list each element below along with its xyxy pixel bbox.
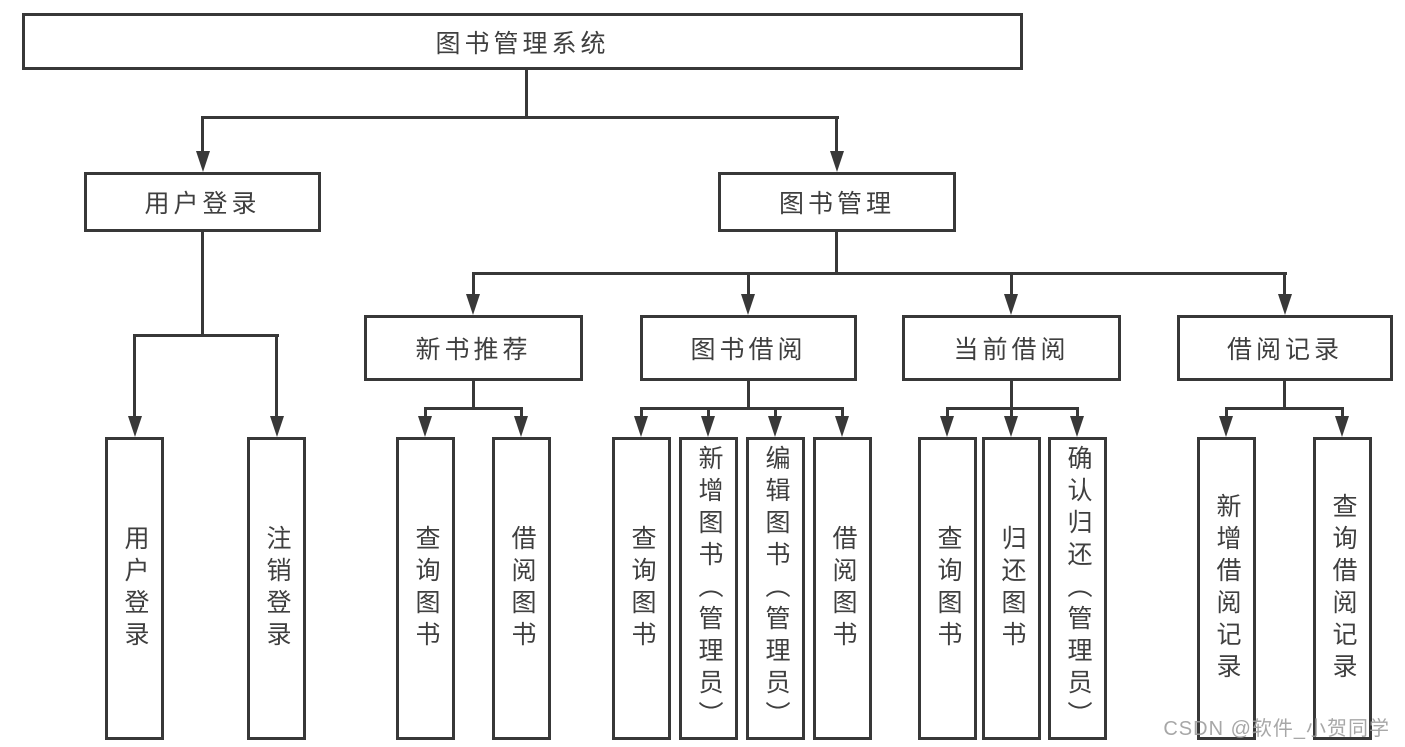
edge-drop-br-add	[1225, 407, 1228, 419]
edge-book-mgmt-stem	[835, 232, 838, 275]
leaf-label: 查询图书	[628, 524, 656, 653]
leaf-cb-return-books: 归还图书	[982, 437, 1041, 740]
leaf-label: 借阅图书	[829, 524, 857, 653]
edge-root-drop-user-login	[201, 116, 204, 154]
leaf-label: 查询图书	[934, 524, 962, 653]
node-user-login: 用户登录	[84, 172, 321, 232]
edge-drop-bb-edit	[774, 407, 777, 419]
edge-book-borrow-stem	[747, 381, 750, 410]
edge-new-books-stem	[472, 381, 475, 410]
edge-root-drop-book-mgmt	[835, 116, 838, 154]
arrow-down-icon	[1219, 416, 1233, 437]
edge-new-books-bus	[424, 407, 523, 410]
arrow-down-icon	[1070, 416, 1084, 437]
leaf-br-query-record: 查询借阅记录	[1313, 437, 1372, 740]
edge-drop-nb-borrow	[520, 407, 523, 419]
arrow-down-icon	[128, 416, 142, 437]
edge-drop-leaf-logout	[275, 334, 278, 418]
node-borrow-records: 借阅记录	[1177, 315, 1393, 381]
leaf-nb-borrow-books: 借阅图书	[492, 437, 551, 740]
leaf-label: 用户登录	[121, 524, 149, 653]
leaf-label: 查询图书	[412, 524, 440, 653]
edge-book-borrow-bus	[640, 407, 844, 410]
edge-current-borrow-stem	[1010, 381, 1013, 410]
arrow-down-icon	[466, 294, 480, 315]
arrow-down-icon	[634, 416, 648, 437]
leaf-label: 注销登录	[263, 524, 291, 653]
leaf-bb-edit-books-admin: 编辑图书（管理员）	[746, 437, 805, 740]
arrow-down-icon	[1004, 294, 1018, 315]
edge-drop-nb-query	[424, 407, 427, 419]
node-library-system: 图书管理系统	[22, 13, 1023, 70]
arrow-down-icon	[418, 416, 432, 437]
edge-drop-cb-return	[1010, 407, 1013, 419]
leaf-label: 新增借阅记录	[1213, 492, 1241, 685]
edge-borrow-records-stem	[1283, 381, 1286, 410]
node-book-management: 图书管理	[718, 172, 956, 232]
edge-drop-bb-borrow	[841, 407, 844, 419]
leaf-cb-confirm-return-admin: 确认归还（管理员）	[1048, 437, 1107, 740]
arrow-down-icon	[514, 416, 528, 437]
leaf-label: 归还图书	[998, 524, 1026, 653]
arrow-down-icon	[701, 416, 715, 437]
edge-drop-cb-confirm	[1076, 407, 1079, 419]
arrow-down-icon	[1335, 416, 1349, 437]
leaf-nb-query-books: 查询图书	[396, 437, 455, 740]
leaf-label: 编辑图书（管理员）	[762, 444, 790, 733]
edge-drop-leaf-login	[133, 334, 136, 418]
edge-drop-bb-query	[640, 407, 643, 419]
edge-book-mgmt-bus	[472, 272, 1287, 275]
leaf-br-add-record: 新增借阅记录	[1197, 437, 1256, 740]
arrow-down-icon	[940, 416, 954, 437]
leaf-label: 新增图书（管理员）	[695, 444, 723, 733]
csdn-watermark: CSDN @软件_小贺同学	[1163, 718, 1390, 740]
leaf-logout: 注销登录	[247, 437, 306, 740]
edge-root-stem	[525, 70, 528, 118]
leaf-label: 查询借阅记录	[1329, 492, 1357, 685]
edge-drop-cb-query	[946, 407, 949, 419]
arrow-down-icon	[1004, 416, 1018, 437]
arrow-down-icon	[830, 151, 844, 172]
edge-drop-current-borrow	[1010, 272, 1013, 297]
leaf-label: 借阅图书	[508, 524, 536, 653]
arrow-down-icon	[1278, 294, 1292, 315]
node-book-borrow: 图书借阅	[640, 315, 857, 381]
node-new-book-recommend: 新书推荐	[364, 315, 583, 381]
arrow-down-icon	[835, 416, 849, 437]
leaf-bb-add-books-admin: 新增图书（管理员）	[679, 437, 738, 740]
edge-user-login-bus	[133, 334, 279, 337]
edge-drop-borrow-records	[1283, 272, 1286, 297]
edge-root-bus	[201, 116, 839, 119]
arrow-down-icon	[741, 294, 755, 315]
edge-drop-book-borrow	[747, 272, 750, 297]
edge-borrow-records-bus	[1225, 407, 1344, 410]
edge-drop-new-books	[472, 272, 475, 297]
leaf-cb-query-books: 查询图书	[918, 437, 977, 740]
arrow-down-icon	[768, 416, 782, 437]
edge-drop-br-query	[1341, 407, 1344, 419]
leaf-label: 确认归还（管理员）	[1064, 444, 1092, 733]
leaf-bb-borrow-books: 借阅图书	[813, 437, 872, 740]
edge-user-login-stem	[201, 232, 204, 336]
arrow-down-icon	[270, 416, 284, 437]
leaf-user-login: 用户登录	[105, 437, 164, 740]
node-current-borrow: 当前借阅	[902, 315, 1121, 381]
edge-drop-bb-add	[707, 407, 710, 419]
leaf-bb-query-books: 查询图书	[612, 437, 671, 740]
arrow-down-icon	[196, 151, 210, 172]
